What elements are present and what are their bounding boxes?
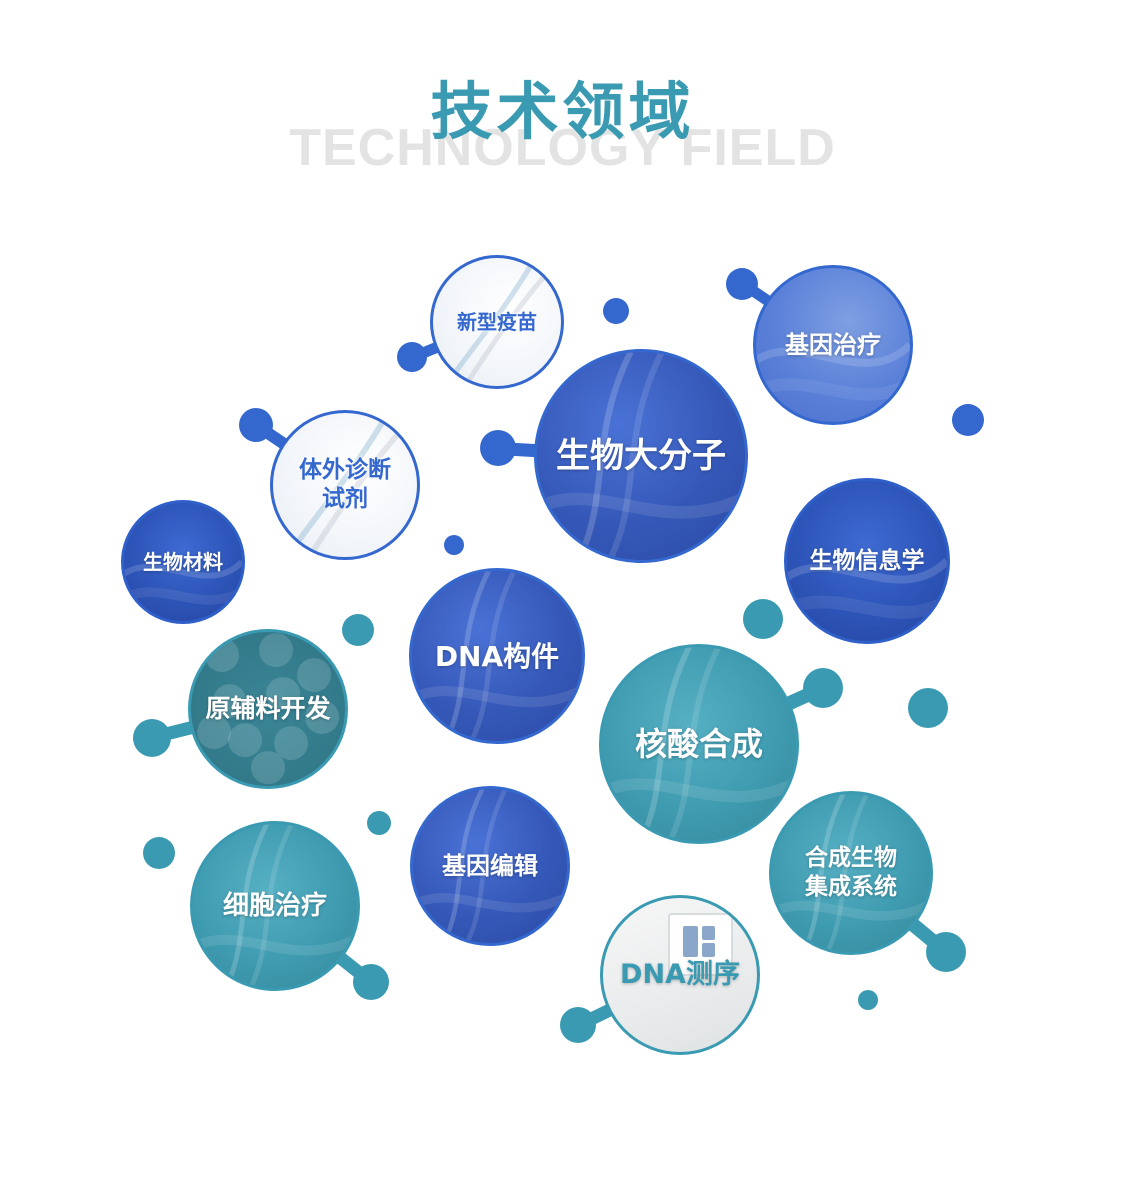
decorative-dot <box>367 811 391 835</box>
tech-field-label: 细胞治疗 <box>222 890 327 921</box>
connector-node <box>926 932 966 972</box>
tech-field-label: 生物材料 <box>143 549 223 574</box>
tech-field-gene-therapy[interactable]: 基因治疗 <box>753 265 913 425</box>
tech-field-label: 新型疫苗 <box>457 309 537 334</box>
tech-field-synbio-system[interactable]: 合成生物 集成系统 <box>769 791 933 955</box>
decorative-dot <box>952 404 984 436</box>
tech-field-label: DNA构件 <box>434 639 560 673</box>
connector-node <box>560 1007 596 1043</box>
decorative-dot <box>143 837 175 869</box>
connector-node <box>803 668 843 708</box>
background-subtitle: TECHNOLOGY FIELD <box>289 119 836 177</box>
connector-node <box>397 342 427 372</box>
tech-field-label: 基因治疗 <box>785 331 881 359</box>
decorative-dot <box>908 688 948 728</box>
tech-field-cell-therapy[interactable]: 细胞治疗 <box>190 821 360 991</box>
tech-field-bioinformatics[interactable]: 生物信息学 <box>784 478 950 644</box>
connector-node <box>353 964 389 1000</box>
connector-node <box>480 430 516 466</box>
connector-node <box>239 408 273 442</box>
connector-node <box>133 719 171 757</box>
tech-field-label: 生物信息学 <box>809 547 925 574</box>
tech-field-biomaterials[interactable]: 生物材料 <box>121 500 245 624</box>
tech-field-biomacromolecule[interactable]: 生物大分子 <box>534 349 748 563</box>
tech-field-label: DNA测序 <box>620 959 740 991</box>
decorative-dot <box>858 990 878 1010</box>
decorative-dot <box>743 599 783 639</box>
tech-field-label: 合成生物 集成系统 <box>805 845 897 900</box>
decorative-dot <box>444 535 464 555</box>
tech-field-excipient-dev[interactable]: 原辅料开发 <box>188 629 348 789</box>
tech-field-new-vaccine[interactable]: 新型疫苗 <box>430 255 564 389</box>
tech-field-nucleic-acid-synthesis[interactable]: 核酸合成 <box>599 644 799 844</box>
decorative-dot <box>342 614 374 646</box>
tech-field-label: 原辅料开发 <box>205 694 331 724</box>
tech-field-dna-sequencing[interactable]: DNA测序 <box>600 895 760 1055</box>
tech-field-label: 核酸合成 <box>634 725 763 763</box>
tech-field-ivd-reagents[interactable]: 体外诊断 试剂 <box>270 410 420 560</box>
tech-field-dna-constructs[interactable]: DNA构件 <box>409 568 585 744</box>
tech-field-label: 基因编辑 <box>442 852 538 880</box>
decorative-dot <box>603 298 629 324</box>
connector-node <box>726 268 758 300</box>
tech-field-label: 体外诊断 试剂 <box>299 457 391 512</box>
tech-field-label: 生物大分子 <box>556 435 726 476</box>
section-header: TECHNOLOGY FIELD 技术领域 <box>0 0 1125 200</box>
tech-field-gene-editing[interactable]: 基因编辑 <box>410 786 570 946</box>
page-title: 技术领域 <box>430 75 695 148</box>
